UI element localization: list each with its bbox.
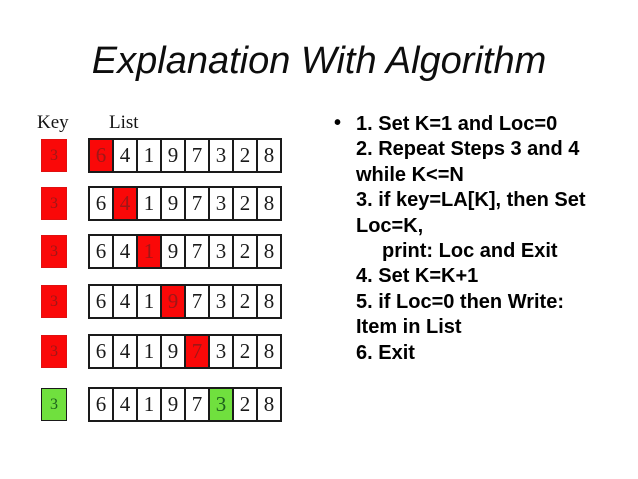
list-cell: 9: [162, 188, 186, 219]
list-cell-highlighted: 9: [162, 286, 186, 317]
list-cell: 8: [263, 191, 275, 215]
list-cell-highlighted: 7: [186, 336, 210, 367]
list-cell: 1: [138, 140, 162, 171]
algorithm-line: while K<=N: [356, 163, 464, 186]
list-cell: 3: [210, 336, 234, 367]
algorithm-line: print: Loc and Exit: [382, 240, 558, 263]
list-cell: 1: [138, 336, 162, 367]
key-box: 3: [41, 335, 67, 368]
key-box: 3: [41, 388, 67, 421]
list-cell: 6: [90, 286, 114, 317]
list-cell-highlighted: 3: [210, 389, 234, 420]
page-title: Explanation With Algorithm: [91, 40, 547, 82]
list-cell: 9: [162, 389, 186, 420]
algorithm-line: 2. Repeat Steps 3 and 4: [356, 138, 580, 161]
list-cell-highlighted: 4: [114, 188, 138, 219]
list-cell: 3: [210, 188, 234, 219]
list-cell: 3: [210, 140, 234, 171]
list-cell: 4: [114, 336, 138, 367]
algorithm-line: Loc=K,: [356, 214, 424, 237]
list-cell: 2: [234, 188, 258, 219]
list-cell-highlighted: 1: [138, 236, 162, 267]
bullet-icon: •: [334, 112, 342, 134]
list-cell: 8: [263, 339, 275, 363]
list-cell: 2: [234, 389, 258, 420]
algorithm-line: 5. if Loc=0 then Write:: [356, 290, 564, 313]
key-column-label: Key: [37, 112, 69, 133]
list-cell: 8: [263, 143, 275, 167]
algorithm-line: 1. Set K=1 and Loc=0: [356, 113, 558, 135]
list-cell: 7: [186, 140, 210, 171]
list-cell: 9: [162, 236, 186, 267]
list-cell: 4: [114, 236, 138, 267]
list-cell: 9: [162, 140, 186, 171]
key-box: 3: [41, 139, 67, 172]
key-box: 3: [41, 187, 67, 220]
algorithm-text-block: • 1. Set K=1 and Loc=0 2. Repeat Steps 3 …: [334, 112, 586, 366]
list-cell: 2: [234, 286, 258, 317]
algorithm-lines: 1. Set K=1 and Loc=0 2. Repeat Steps 3 an…: [356, 112, 586, 366]
list-cell: 8: [263, 392, 275, 416]
list-cell: 4: [114, 389, 138, 420]
list-column-label: List: [109, 112, 139, 133]
list-cell: 6: [90, 336, 114, 367]
algorithm-line: 4. Set K=K+1: [356, 265, 479, 288]
list-cell: 2: [234, 336, 258, 367]
list-cell: 1: [138, 188, 162, 219]
list-cell: 7: [186, 286, 210, 317]
list-cell: 7: [186, 389, 210, 420]
list-cell: 2: [234, 140, 258, 171]
algorithm-line: Item in List: [356, 316, 462, 339]
list-cell: 3: [210, 286, 234, 317]
list-cell: 1: [138, 389, 162, 420]
key-box: 3: [41, 285, 67, 318]
list-cell-highlighted: 6: [90, 140, 114, 171]
algorithm-line: 3. if key=LA[K], then Set: [356, 189, 586, 212]
list-cell: 4: [114, 140, 138, 171]
list-cell: 3: [210, 236, 234, 267]
list-cell: 6: [90, 389, 114, 420]
list-cell: 4: [114, 286, 138, 317]
list-cell: 7: [186, 236, 210, 267]
key-box: 3: [41, 235, 67, 268]
list-cell: 2: [234, 236, 258, 267]
list-cell: 6: [90, 236, 114, 267]
list-cell: 6: [90, 188, 114, 219]
list-cell: 8: [263, 289, 275, 313]
list-cell: 7: [186, 188, 210, 219]
list-cell: 9: [162, 336, 186, 367]
list-cell: 1: [138, 286, 162, 317]
algorithm-line: 6. Exit: [356, 341, 415, 364]
list-cell: 8: [263, 239, 275, 263]
